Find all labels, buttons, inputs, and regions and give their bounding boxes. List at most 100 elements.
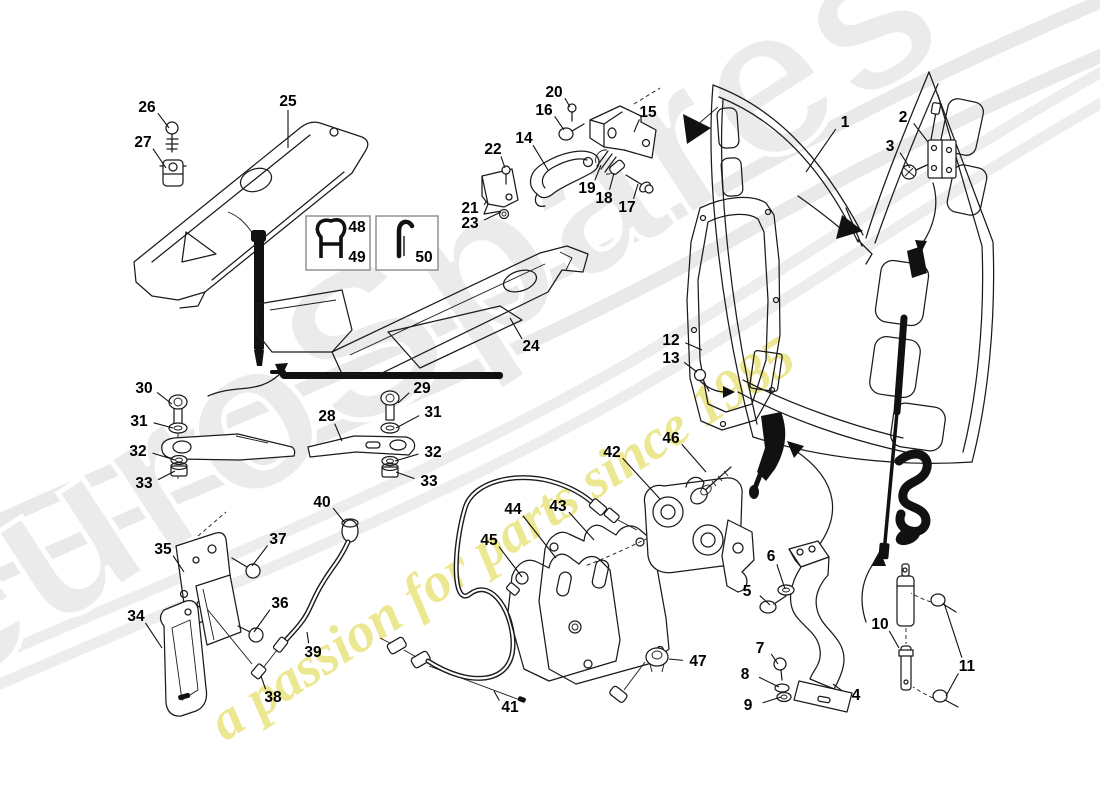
leader-line-33: [157, 470, 176, 481]
part-label-3: 3: [886, 138, 895, 155]
allen-key-icon: [396, 219, 415, 259]
part-label-37: 37: [269, 531, 286, 548]
leader-line-9: [762, 696, 782, 704]
part-label-38: 38: [264, 689, 282, 706]
safety-catch-assembly: [481, 87, 661, 220]
leader-line-38: [260, 675, 267, 690]
leader-line-34: [145, 622, 163, 649]
leader-line-19: [594, 164, 602, 181]
leader-line-24: [509, 317, 523, 340]
part-label-31: 31: [424, 404, 442, 421]
prop-rod-horizontal: [281, 372, 503, 379]
release-lever-assembly: [159, 511, 264, 717]
legend: [305, 215, 439, 271]
arrow-up-right: [836, 215, 863, 239]
spring-19: [595, 149, 618, 175]
fastener-13: [693, 368, 710, 392]
part-label-46: 46: [662, 430, 680, 447]
part-label-32: 32: [424, 444, 441, 461]
part-label-20: 20: [545, 84, 562, 101]
leader-line-23: [483, 211, 502, 221]
leader-line-8: [758, 676, 780, 688]
part-label-39: 39: [304, 644, 322, 661]
leader-line-13: [683, 361, 698, 373]
leader-line-47: [668, 658, 684, 661]
part-label-36: 36: [271, 595, 289, 612]
bracket-arm-4: [789, 556, 845, 690]
leader-line-35: [172, 555, 185, 573]
leader-line-29: [397, 392, 410, 404]
part-label-33: 33: [420, 473, 438, 490]
part-label-42: 42: [603, 444, 620, 461]
part-label-35: 35: [154, 541, 172, 558]
leader-line-12: [685, 342, 703, 351]
release-cables: [250, 475, 638, 703]
bolt-46: [690, 466, 732, 505]
part-label-44: 44: [504, 501, 522, 518]
part-label-4: 4: [852, 687, 861, 704]
leader-line-2: [913, 123, 929, 143]
part-label-14: 14: [515, 130, 533, 147]
leader-line-4: [832, 683, 843, 692]
part-label-16: 16: [535, 102, 553, 119]
bonnet-latch-42: [584, 466, 755, 593]
leader-line-31: [395, 415, 420, 429]
link-straps: [161, 390, 416, 482]
part-label-23: 23: [461, 215, 479, 232]
part-label-1: 1: [841, 114, 850, 131]
bolt-5: [759, 595, 787, 614]
bolt-30: [168, 394, 188, 427]
leader-line-39: [306, 631, 310, 644]
part-label-7: 7: [756, 640, 765, 657]
leader-line-16: [554, 116, 565, 131]
washer-32-right: [381, 455, 399, 467]
bracket-21: [481, 168, 519, 208]
part-label-32: 32: [129, 443, 146, 460]
leader-line-30: [156, 392, 173, 405]
part-label-50: 50: [415, 249, 432, 266]
bonnet-stay-clip-icon: [315, 218, 347, 258]
leader-line-5: [759, 595, 771, 606]
part-label-34: 34: [127, 608, 145, 625]
leader-line-37: [251, 545, 269, 567]
leader-line-33: [395, 471, 415, 480]
screw-22: [501, 165, 511, 175]
part-label-12: 12: [662, 332, 679, 349]
part-label-8: 8: [741, 666, 750, 683]
hinge-position-marker: [907, 246, 927, 278]
lock-plates: [506, 524, 670, 703]
leader-line-10: [888, 630, 900, 649]
part-label-28: 28: [318, 408, 336, 425]
leader-line-41: [493, 690, 500, 701]
bolt-36: [237, 625, 264, 643]
part-label-26: 26: [138, 99, 156, 116]
bolt-11-lower: [932, 689, 959, 708]
part-label-13: 13: [662, 350, 680, 367]
support-bracket-assembly: [759, 540, 853, 713]
leader-line-46: [681, 443, 707, 473]
leader-line-42: [622, 457, 661, 500]
leader-line-43: [568, 511, 595, 541]
arrow-up: [871, 550, 886, 566]
washer-9: [776, 691, 792, 703]
part-label-2: 2: [899, 109, 908, 126]
nut-33-left: [170, 461, 188, 477]
leader-line-3: [899, 152, 911, 169]
gas-strut-in-place: [893, 314, 908, 416]
part-label-33: 33: [135, 475, 153, 492]
part-label-9: 9: [744, 697, 753, 714]
bolt-7: [773, 657, 787, 681]
part-label-43: 43: [549, 498, 567, 515]
prop-rod-vertical: [254, 238, 264, 350]
bonnet-panel: [710, 71, 995, 464]
bolt-37: [231, 557, 261, 579]
pin-17: [644, 184, 654, 194]
leader-line-6: [776, 564, 786, 590]
part-label-24: 24: [522, 338, 540, 355]
part-label-41: 41: [501, 699, 519, 716]
part-label-47: 47: [689, 653, 706, 670]
leader-line-1: [805, 128, 837, 173]
part-label-15: 15: [639, 104, 657, 121]
part-label-25: 25: [279, 93, 297, 110]
